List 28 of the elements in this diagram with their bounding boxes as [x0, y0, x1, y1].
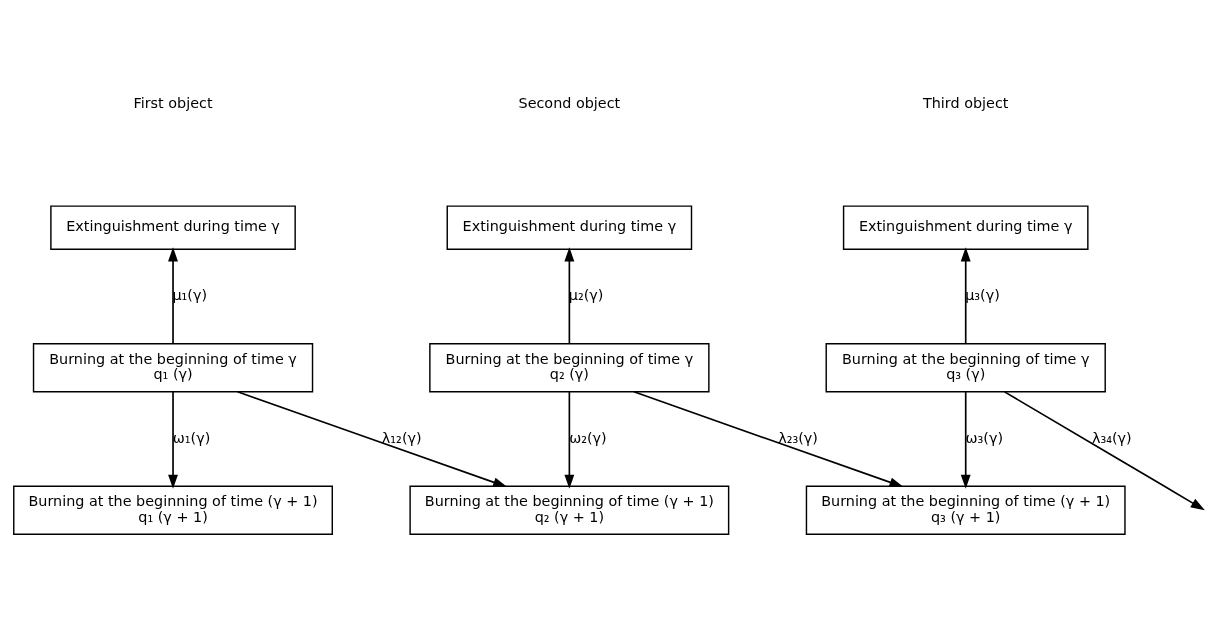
node-box: Burning at the beginning of time (γ + 1) q₃ (γ + 1)	[805, 485, 1126, 535]
node-box: Burning at the beginning of time γ q₂ (γ)	[429, 343, 710, 393]
edge-label: μ₂(γ)	[568, 287, 604, 304]
edge-label: μ₃(γ)	[965, 287, 1000, 304]
arrow	[1003, 391, 1205, 511]
node-box: Extinguishment during time γ	[50, 205, 296, 250]
edge-label: ω₃(γ)	[965, 429, 1004, 446]
arrow	[960, 390, 971, 489]
arrow	[168, 247, 178, 345]
node-box: Burning at the beginning of time γ q₃ (γ)	[825, 343, 1106, 393]
node-box: Burning at the beginning of time (γ + 1) q₂ (γ + 1)	[409, 485, 730, 535]
label: Second object	[518, 95, 621, 112]
edge-label: ω₂(γ)	[569, 429, 607, 446]
arrow	[633, 390, 904, 488]
arrow	[168, 390, 178, 489]
node-box: Burning at the beginning of time γ q₁ (γ)	[32, 343, 314, 393]
edge-label: λ₂₃(γ)	[778, 429, 818, 446]
arrow	[564, 390, 575, 489]
arrow	[960, 247, 971, 345]
node-box: Extinguishment during time γ	[842, 205, 1089, 250]
edge-label: λ₃₄(γ)	[1091, 429, 1132, 446]
arrow	[236, 390, 508, 488]
label: First object	[133, 95, 213, 112]
label: Third object	[922, 95, 1009, 112]
node-box: Burning at the beginning of time (γ + 1) q₁ (γ + 1)	[13, 485, 333, 535]
node-box: Extinguishment during time γ	[446, 205, 693, 250]
arrow	[564, 247, 575, 345]
edge-label: λ₁₂(γ)	[381, 429, 422, 446]
